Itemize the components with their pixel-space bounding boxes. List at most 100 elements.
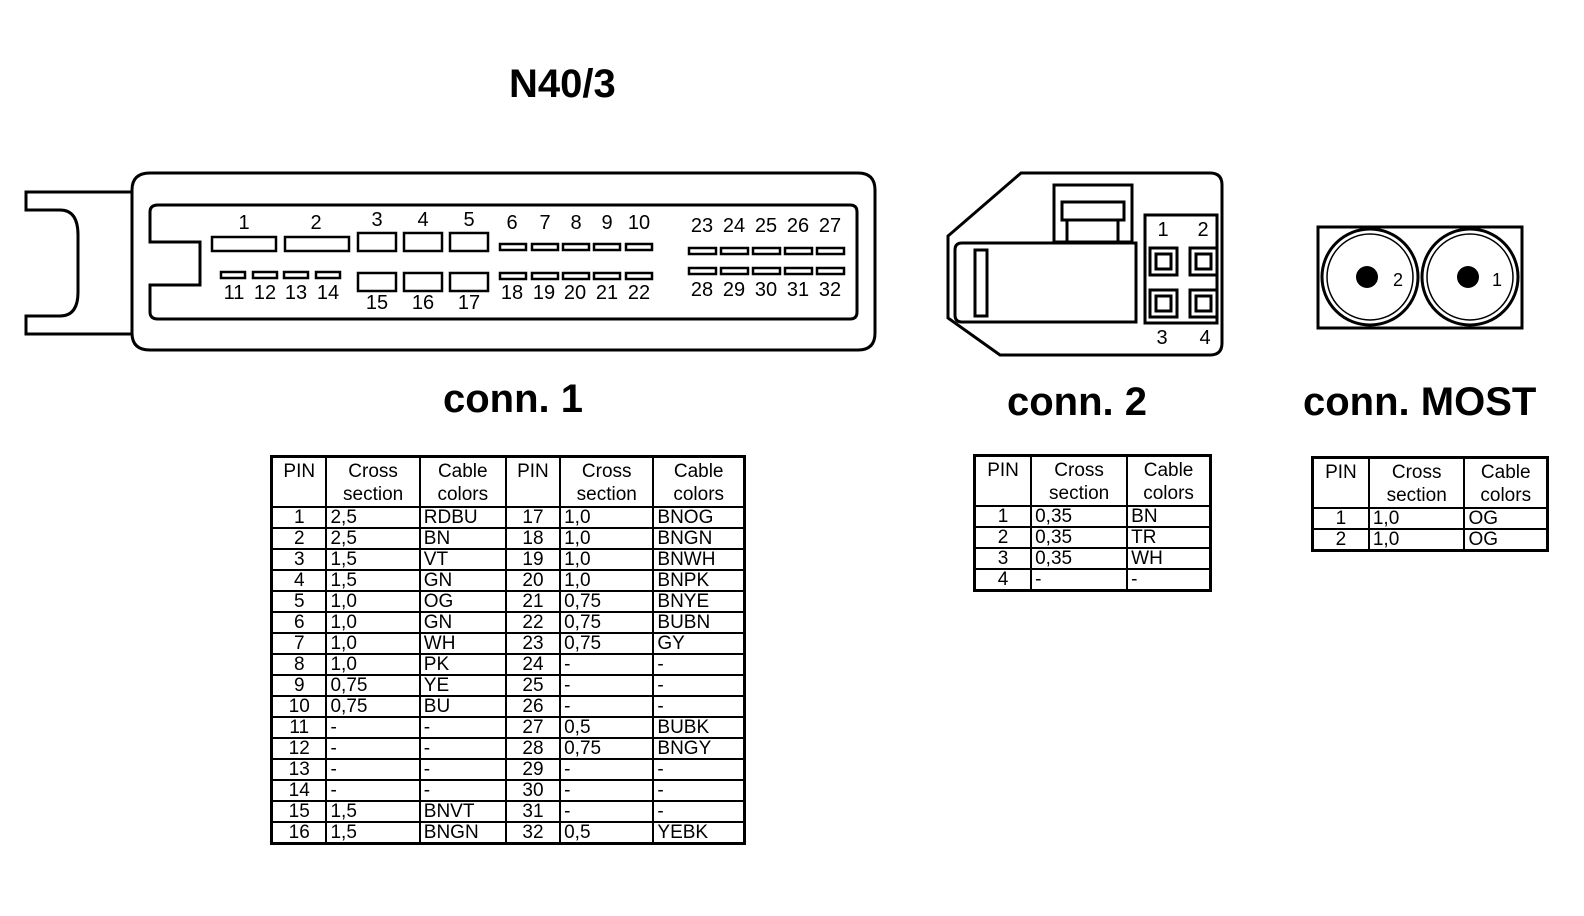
cable-color-cell: WH (418, 632, 507, 655)
pin-label: 6 (506, 212, 517, 234)
pin-label: 3 (371, 209, 382, 231)
pin-cell: 2 (973, 526, 1033, 549)
pin-cell: 2 (270, 527, 328, 550)
cross-section-cell: 1,0 (325, 632, 421, 655)
cable-color-cell: GN (418, 569, 507, 592)
cable-color-cell: VT (418, 548, 507, 571)
cross-section-cell: 0,5 (559, 716, 655, 739)
pin-cell: 3 (270, 548, 328, 571)
cable-color-cell: - (418, 737, 507, 760)
cross-section-cell: - (559, 758, 655, 781)
pin-cell: 30 (504, 779, 562, 802)
cross-section-cell: 1,5 (325, 821, 421, 845)
cross-section-cell: - (559, 653, 655, 676)
cross-section-cell: 1,0 (559, 527, 655, 550)
pin-label: 18 (501, 282, 523, 304)
header-pin: PIN (973, 454, 1033, 507)
most-pin-2-contact (1356, 266, 1378, 288)
pin-label: 21 (596, 282, 618, 304)
cross-section-cell: - (325, 737, 421, 760)
cross-section-cell: 0,75 (559, 632, 655, 655)
cross-section-cell: - (325, 779, 421, 802)
cross-section-cell: - (1030, 568, 1129, 592)
cross-section-cell: 0,75 (559, 737, 655, 760)
pin-label: 7 (539, 212, 550, 234)
conn2-housing (946, 171, 1224, 357)
pin-cell: 5 (270, 590, 328, 613)
cross-section-cell: 1,0 (325, 653, 421, 676)
table-row: 4-- (973, 568, 1212, 592)
pin-label: 13 (285, 282, 307, 304)
header-pin: PIN (270, 455, 328, 508)
cable-color-cell: - (418, 716, 507, 739)
most-title: conn. MOST (1303, 380, 1537, 424)
cable-color-cell: - (652, 800, 746, 823)
pin-cell: 15 (270, 800, 328, 823)
cable-color-cell: BUBN (652, 611, 746, 634)
pin-label: 5 (463, 209, 474, 231)
cable-color-cell: BN (418, 527, 507, 550)
pin-label: 29 (723, 279, 745, 301)
cross-section-cell: 0,75 (325, 695, 421, 718)
cable-color-cell: PK (418, 653, 507, 676)
pin-cell: 8 (270, 653, 328, 676)
cross-section-cell: 1,0 (559, 548, 655, 571)
cable-color-cell: OG (418, 590, 507, 613)
pin-cell: 12 (270, 737, 328, 760)
cable-color-cell: BUBK (652, 716, 746, 739)
pin-label: 28 (691, 279, 713, 301)
cable-color-cell: BNYE (652, 590, 746, 613)
pin-label: 17 (458, 292, 480, 314)
pin-label: 10 (628, 212, 650, 234)
cable-color-cell: TR (1126, 526, 1212, 549)
pin-cell: 24 (504, 653, 562, 676)
pin-cell: 9 (270, 674, 328, 697)
cross-section-cell: 2,5 (325, 506, 421, 529)
cable-color-cell: OG (1463, 528, 1549, 552)
cable-color-cell: GY (652, 632, 746, 655)
cross-section-cell: 1,0 (1367, 507, 1466, 530)
pin-label: 27 (819, 215, 841, 237)
pin-cell: 19 (504, 548, 562, 571)
most-housing (1316, 225, 1524, 330)
pin-label: 1 (1492, 270, 1502, 290)
cable-color-cell: - (652, 653, 746, 676)
pin-cell: 16 (270, 821, 328, 845)
pin-cell: 25 (504, 674, 562, 697)
pin-cell: 1 (973, 505, 1033, 528)
pin-cell: 4 (270, 569, 328, 592)
cross-section-cell: 1,0 (325, 590, 421, 613)
pin-label: 2 (310, 212, 321, 234)
conn1-housing (24, 171, 877, 352)
conn2-title: conn. 2 (1007, 380, 1148, 424)
cable-color-cell: - (652, 695, 746, 718)
cable-color-cell: BNWH (652, 548, 746, 571)
pin-label: 26 (787, 215, 809, 237)
pin-label: 1 (238, 212, 249, 234)
cable-color-cell: BNPK (652, 569, 746, 592)
pin-label: 2 (1393, 270, 1403, 290)
cable-color-cell: GN (418, 611, 507, 634)
cross-section-cell: - (559, 695, 655, 718)
pin-label: 15 (366, 292, 388, 314)
pin-cell: 1 (1311, 507, 1370, 530)
pin-label: 12 (254, 282, 276, 304)
cable-color-cell: BNGN (652, 527, 746, 550)
